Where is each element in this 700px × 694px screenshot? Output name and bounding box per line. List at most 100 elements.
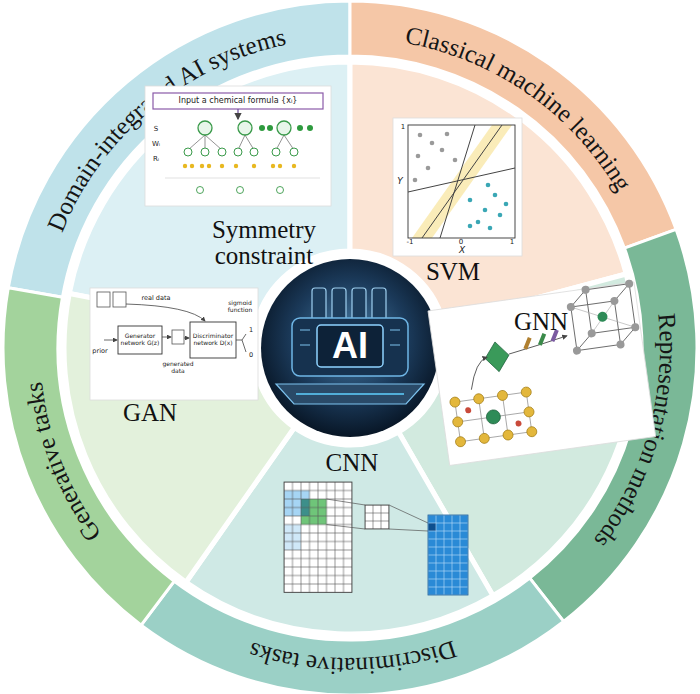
symmetry-figure-part <box>252 164 256 168</box>
gnn-figure-part <box>455 436 466 447</box>
figure-annotation: 1 <box>401 124 405 132</box>
symmetry-figure-part <box>198 121 212 135</box>
gan-figure-part <box>242 340 246 352</box>
symmetry-figure-part <box>307 125 313 131</box>
svm-plot-part <box>408 168 515 192</box>
gnn-figure <box>428 279 656 465</box>
svm-plot-part <box>453 158 458 163</box>
svm-plot-part <box>488 226 493 231</box>
symmetry-figure-part <box>234 164 238 168</box>
symmetry-figure-part <box>238 121 252 135</box>
gnn-figure-part <box>523 337 531 350</box>
svm-plot-part <box>430 141 435 146</box>
ai-emblem-part <box>300 330 310 331</box>
gnn-figure-part <box>572 346 581 355</box>
gnn-figure-part <box>571 299 635 336</box>
ai-emblem-part <box>276 384 424 404</box>
symmetry-figure-part <box>183 164 187 168</box>
symmetry-figure-part <box>205 135 222 150</box>
gan-figure-part <box>126 304 205 321</box>
gnn-figure-part <box>625 279 634 288</box>
gnn-figure-part <box>587 329 596 338</box>
gnn-figure-part <box>461 432 532 442</box>
emblem-text: AI <box>332 326 368 366</box>
method-label: Symmetry constraint <box>199 217 329 270</box>
band-label-path: Discriminative tasks <box>245 636 460 680</box>
svm-plot-part <box>413 178 418 183</box>
figure-annotation: Wᵢ <box>152 141 160 149</box>
symmetry-figure-part <box>220 164 224 168</box>
gnn-figure-part <box>479 433 490 444</box>
svm-plot-part <box>440 125 475 238</box>
figure-annotation: 0 <box>459 239 463 247</box>
gnn-figure-part <box>523 406 534 417</box>
svm-plot-part <box>426 166 431 171</box>
gnn-figure-part <box>616 340 625 349</box>
gnn-figure-part <box>485 409 501 425</box>
symmetry-figure-part <box>200 164 204 168</box>
figure-annotation: -1 <box>407 239 414 247</box>
gnn-figure-part <box>428 282 656 465</box>
gan-figure-part <box>104 340 117 341</box>
svm-plot-part <box>412 125 512 238</box>
figure-annotation: sigmoid function <box>225 300 255 313</box>
symmetry-figure-part <box>218 148 226 156</box>
symmetry-figure-part <box>237 187 244 194</box>
gnn-figure-part <box>551 329 559 342</box>
figure-annotation: 1 <box>510 239 514 247</box>
svm-plot-part <box>498 213 503 218</box>
symmetry-figure-part <box>234 148 242 156</box>
symmetry-figure-part <box>153 93 323 109</box>
symmetry-figure <box>145 86 331 206</box>
svm-plot-part <box>445 132 450 137</box>
gnn-figure-part <box>502 429 513 440</box>
ai-emblem-part <box>296 393 404 395</box>
svm-plot-part <box>486 183 491 188</box>
svm-plot-part <box>440 148 445 153</box>
svm-plot-part <box>468 198 473 203</box>
gnn-figure-part <box>467 357 491 389</box>
svm-plot-part <box>416 154 421 159</box>
symmetry-figure-part <box>165 178 320 179</box>
gan-figure-part <box>97 292 110 307</box>
symmetry-figure-part <box>272 148 280 156</box>
gan-figure-part <box>184 338 189 339</box>
cnn-figure-part <box>389 529 428 531</box>
symmetry-figure-part <box>237 109 238 119</box>
cnn-figure-part <box>327 499 366 505</box>
gan-figure-part <box>162 337 171 338</box>
symmetry-figure-part <box>290 148 298 156</box>
svm-plot-part <box>393 118 522 256</box>
svm-plot <box>393 118 522 256</box>
method-label: GAN <box>123 400 177 426</box>
band-label: Discriminative tasks <box>245 636 460 680</box>
gan-figure-part <box>113 292 126 307</box>
gnn-figure-part <box>452 416 463 427</box>
symmetry-figure-part <box>278 164 282 168</box>
symmetry-figure-part <box>267 125 273 131</box>
ai-emblem-part <box>292 318 408 376</box>
cnn-figure-part <box>428 515 468 595</box>
gnn-figure-part <box>479 399 485 439</box>
figure-annotation: generated data <box>158 361 198 374</box>
gnn-figure-part <box>497 390 508 401</box>
gnn-figure-part <box>571 301 621 351</box>
gnn-figure-part <box>581 285 590 294</box>
ai-emblem-part <box>261 259 439 437</box>
ai-emblem-part <box>390 345 400 346</box>
gnn-figure-part <box>597 311 608 322</box>
gan-figure-part <box>190 322 236 358</box>
cnn-figure-part <box>284 482 352 593</box>
cnn-figure-part <box>365 505 389 529</box>
method-label: SVM <box>426 259 480 285</box>
symmetry-figure-part <box>145 86 331 206</box>
figure-annotation: Y <box>397 177 403 187</box>
ai-emblem-part <box>390 330 400 331</box>
gan-figure-part <box>242 334 246 340</box>
gnn-figure-part <box>526 426 537 437</box>
method-label: CNN <box>326 450 379 476</box>
gnn-figure-part <box>631 323 640 332</box>
cnn-figure-part <box>428 515 468 595</box>
gnn-figure-part <box>473 393 484 404</box>
